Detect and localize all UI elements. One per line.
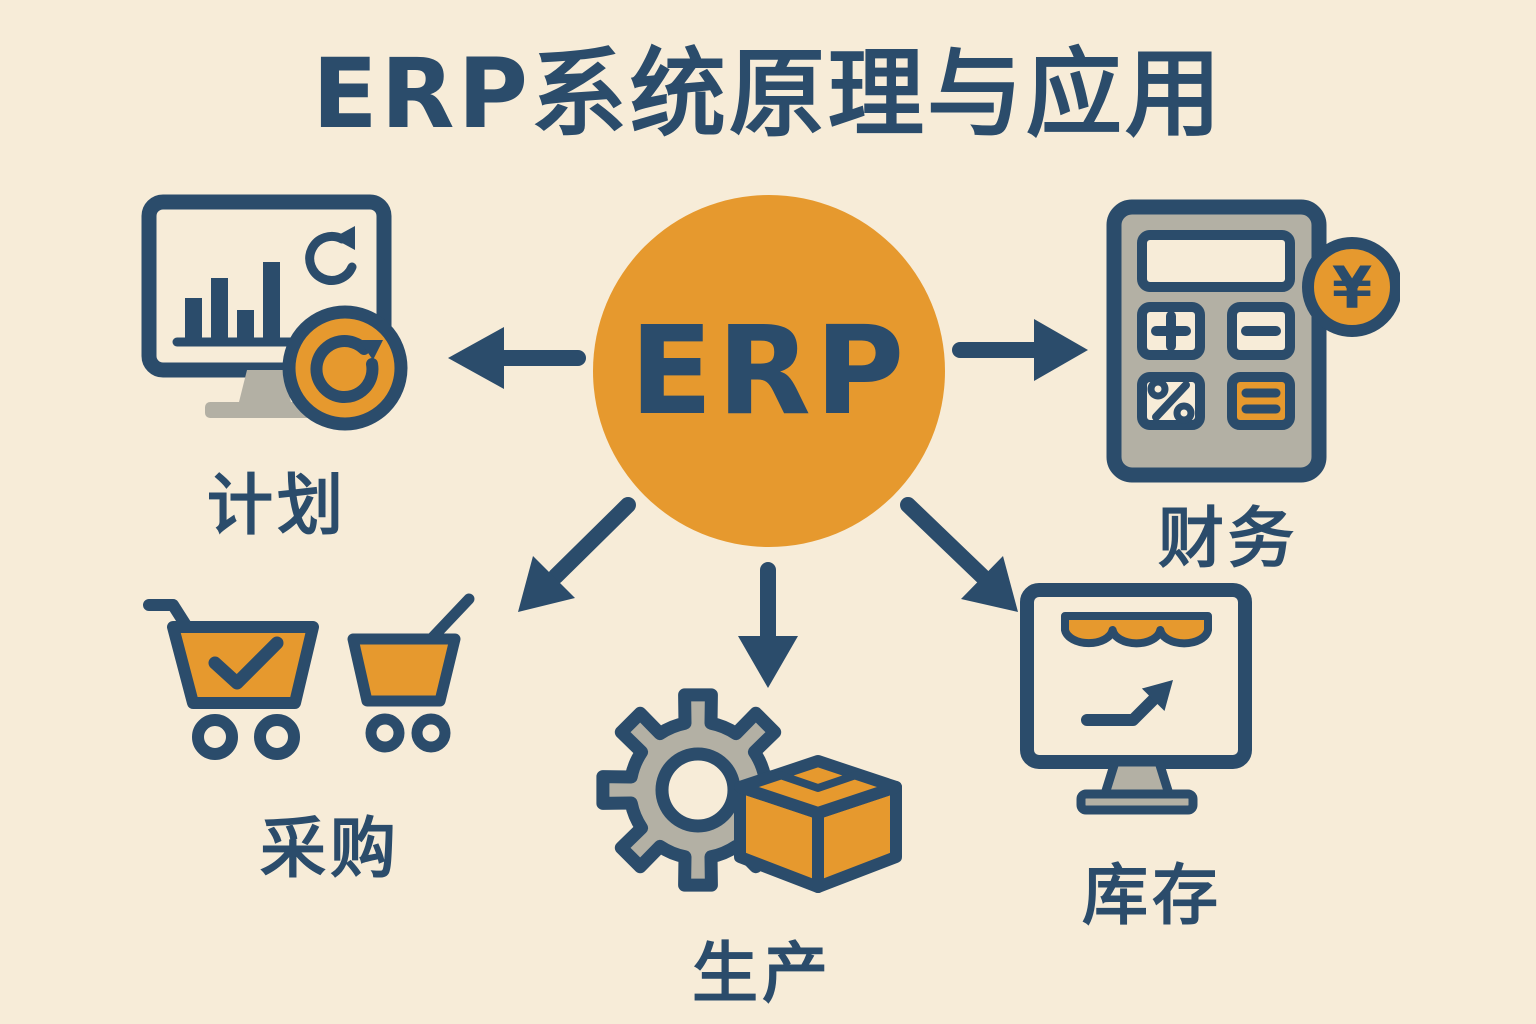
gear-package-box-icon [596,688,902,893]
yuan-coin-icon: ¥ [1302,237,1400,337]
arrow-to-inventory [900,497,1018,612]
diagram-title: ERP系统原理与应用 [312,38,1224,150]
arrow-to-finance [952,319,1088,381]
production-label: 生产 [692,935,832,1012]
storefront-monitor-icon [1020,583,1252,815]
shopping-carts-icon [143,593,475,760]
finance-label: 财务 [1158,500,1298,577]
erp-center-label: ERP [629,300,909,442]
arrow-to-procurement [518,497,636,612]
procurement-label: 采购 [260,810,400,887]
erp-center-node: ERP [593,195,945,547]
monitor-bar-chart-sync-icon [141,194,408,431]
planning-label: 计划 [207,467,347,544]
arrow-to-planning [448,327,586,389]
inventory-label: 库存 [1082,857,1222,934]
yuan-symbol: ¥ [1332,254,1372,322]
calculator-yuan-coin-icon: ¥ [1106,199,1400,483]
